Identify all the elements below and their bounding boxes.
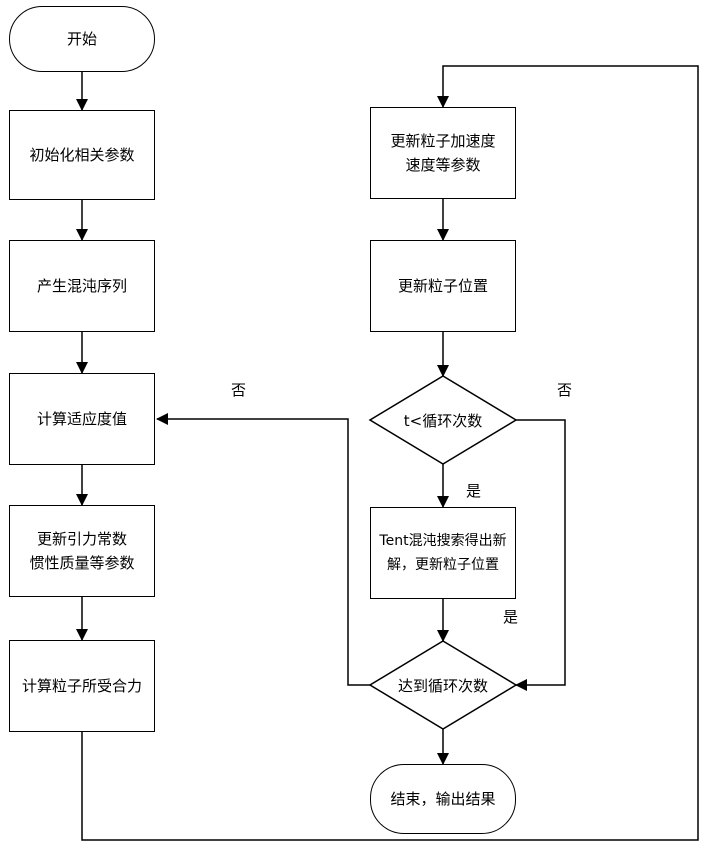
tent-search-label-2: 解，更新粒子位置	[387, 553, 499, 577]
edge-reach-no-fitness	[157, 419, 370, 685]
edge-cond-no-reach	[516, 420, 565, 685]
resultant-force-label: 计算粒子所受合力	[22, 674, 142, 698]
edge-label-yes-cond: 是	[466, 480, 481, 501]
end-label: 结束，输出结果	[390, 787, 495, 811]
tent-search-node: Tent混沌搜索得出新 解，更新粒子位置	[370, 507, 516, 599]
update-constants-label-2: 惯性质量等参数	[29, 551, 134, 575]
start-label: 开始	[67, 27, 97, 51]
tent-search-label-1: Tent混沌搜索得出新	[379, 529, 506, 553]
edge-label-no-right: 否	[557, 379, 572, 400]
update-acceleration-node: 更新粒子加速度 速度等参数	[370, 107, 516, 199]
init-params-node: 初始化相关参数	[9, 110, 155, 200]
fitness-label: 计算适应度值	[37, 407, 127, 431]
update-acceleration-label-2: 速度等参数	[405, 153, 480, 177]
update-position-node: 更新粒子位置	[370, 240, 516, 332]
update-acceleration-label-1: 更新粒子加速度	[390, 129, 495, 153]
fitness-node: 计算适应度值	[9, 373, 155, 465]
chaos-sequence-label: 产生混沌序列	[37, 274, 127, 298]
init-params-label: 初始化相关参数	[29, 143, 134, 167]
update-position-label: 更新粒子位置	[398, 274, 488, 298]
reach-loop-label: 达到循环次数	[380, 671, 506, 699]
update-constants-label-1: 更新引力常数	[37, 527, 127, 551]
update-constants-node: 更新引力常数 惯性质量等参数	[9, 505, 155, 597]
end-node: 结束，输出结果	[370, 764, 516, 834]
edge-label-yes-tent: 是	[503, 606, 518, 627]
start-node: 开始	[9, 6, 155, 72]
cond-loop-label: t<循环次数	[380, 406, 506, 434]
edge-label-no-left: 否	[231, 379, 246, 400]
chaos-sequence-node: 产生混沌序列	[9, 240, 155, 332]
resultant-force-node: 计算粒子所受合力	[9, 640, 155, 732]
